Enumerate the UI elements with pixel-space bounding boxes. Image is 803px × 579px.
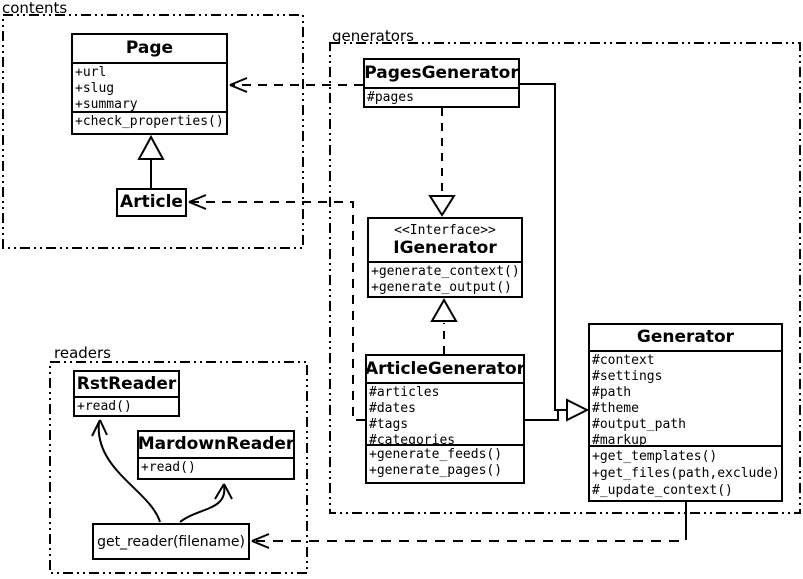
class-mardownreader-methods: +read() xyxy=(139,457,293,478)
class-article-name: Article xyxy=(120,192,183,212)
class-page-name: Page xyxy=(125,38,174,58)
class-mardownreader-name: MardownReader xyxy=(139,434,293,454)
inheritance-pagesgenerator-to-generator xyxy=(520,83,566,411)
package-label-generators: generators xyxy=(332,27,414,45)
function-get-reader: get_reader(filename) xyxy=(92,523,250,560)
dependency-generator-to-getreader xyxy=(256,530,687,542)
class-pagesgenerator-name: PagesGenerator xyxy=(365,63,518,83)
method: +generate_output() xyxy=(371,280,512,295)
attribute: +url xyxy=(75,65,107,80)
attribute: +summary xyxy=(75,97,138,111)
class-mardownreader: MardownReader +read() xyxy=(137,430,295,480)
hollow-triangle-down-igenerator xyxy=(428,195,456,217)
method: +read() xyxy=(77,399,132,414)
arrowhead-open-rstreader xyxy=(91,419,108,437)
hollow-triangle-up-igenerator xyxy=(430,297,458,322)
attribute: +slug xyxy=(75,81,115,96)
attribute: #pages xyxy=(367,90,414,105)
package-label-readers: readers xyxy=(54,344,111,362)
attribute: #markup xyxy=(592,433,647,445)
class-rstreader-name: RstReader xyxy=(76,373,177,394)
method: +read() xyxy=(141,460,196,475)
attribute: #categories xyxy=(369,433,456,444)
attribute: #path xyxy=(592,385,632,400)
inheritance-articlegenerator-to-generator xyxy=(525,409,566,421)
call-getreader-to-mardownreader xyxy=(179,485,226,523)
method: +get_files(path,exclude) xyxy=(592,466,780,481)
package-generators-border xyxy=(329,42,801,514)
attribute: #settings xyxy=(592,369,663,384)
method: +generate_context() xyxy=(371,264,520,279)
class-generator-methods: +get_templates() +get_files(path,exclude… xyxy=(590,445,781,500)
attribute: #context xyxy=(592,353,655,368)
interface-name-text: IGenerator xyxy=(393,237,497,258)
class-page-methods: +check_properties() xyxy=(73,111,226,133)
class-generator: Generator #context #settings #path #them… xyxy=(588,323,783,502)
method: +generate_pages() xyxy=(369,463,503,478)
interface-stereotype: <<Interface>> xyxy=(394,222,496,238)
interface-igenerator-name: <<Interface>> IGenerator xyxy=(369,219,521,261)
attribute: #dates xyxy=(369,401,416,416)
attribute: #articles xyxy=(369,385,440,400)
method: +get_templates() xyxy=(592,449,718,464)
method: +generate_feeds() xyxy=(369,447,503,462)
arrowhead-open-page xyxy=(229,77,248,93)
class-generator-attributes: #context #settings #path #theme #output_… xyxy=(590,350,781,445)
class-articlegenerator-methods: +generate_feeds() +generate_pages() xyxy=(367,444,523,482)
class-pagesgenerator-attributes: #pages xyxy=(365,87,518,106)
class-article: Article xyxy=(116,188,187,217)
call-getreader-to-rstreader xyxy=(97,421,161,523)
package-label-contents: contents xyxy=(2,0,68,17)
attribute: #output_path xyxy=(592,417,686,432)
class-page: Page +url +slug +summary +check_properti… xyxy=(71,33,228,135)
class-articlegenerator-attributes: #articles #dates #tags #categories xyxy=(367,382,523,444)
class-rstreader: RstReader +read() xyxy=(73,370,180,417)
class-page-attributes: +url +slug +summary xyxy=(73,62,226,111)
dependency-articlegenerator-to-article xyxy=(191,201,365,421)
class-generator-name: Generator xyxy=(636,327,735,347)
class-articlegenerator-name: ArticleGenerator xyxy=(367,358,523,379)
class-articlegenerator: ArticleGenerator #articles #dates #tags … xyxy=(365,354,525,484)
hollow-triangle-right-generator xyxy=(566,398,590,422)
attribute: #tags xyxy=(369,417,409,432)
attribute: #theme xyxy=(592,401,639,416)
class-pagesgenerator: PagesGenerator #pages xyxy=(363,58,520,108)
method: +check_properties() xyxy=(75,114,224,129)
interface-igenerator: <<Interface>> IGenerator +generate_conte… xyxy=(367,217,523,298)
hollow-triangle-up-page xyxy=(137,134,165,160)
arrowhead-open-getreader xyxy=(251,533,270,549)
class-rstreader-methods: +read() xyxy=(75,396,178,415)
arrowhead-open-article xyxy=(188,194,207,210)
interface-igenerator-methods: +generate_context() +generate_output() xyxy=(369,261,521,296)
arrowhead-open-mardownreader xyxy=(214,483,233,500)
package-contents-border xyxy=(2,14,304,249)
method: #_update_context() xyxy=(592,483,733,498)
